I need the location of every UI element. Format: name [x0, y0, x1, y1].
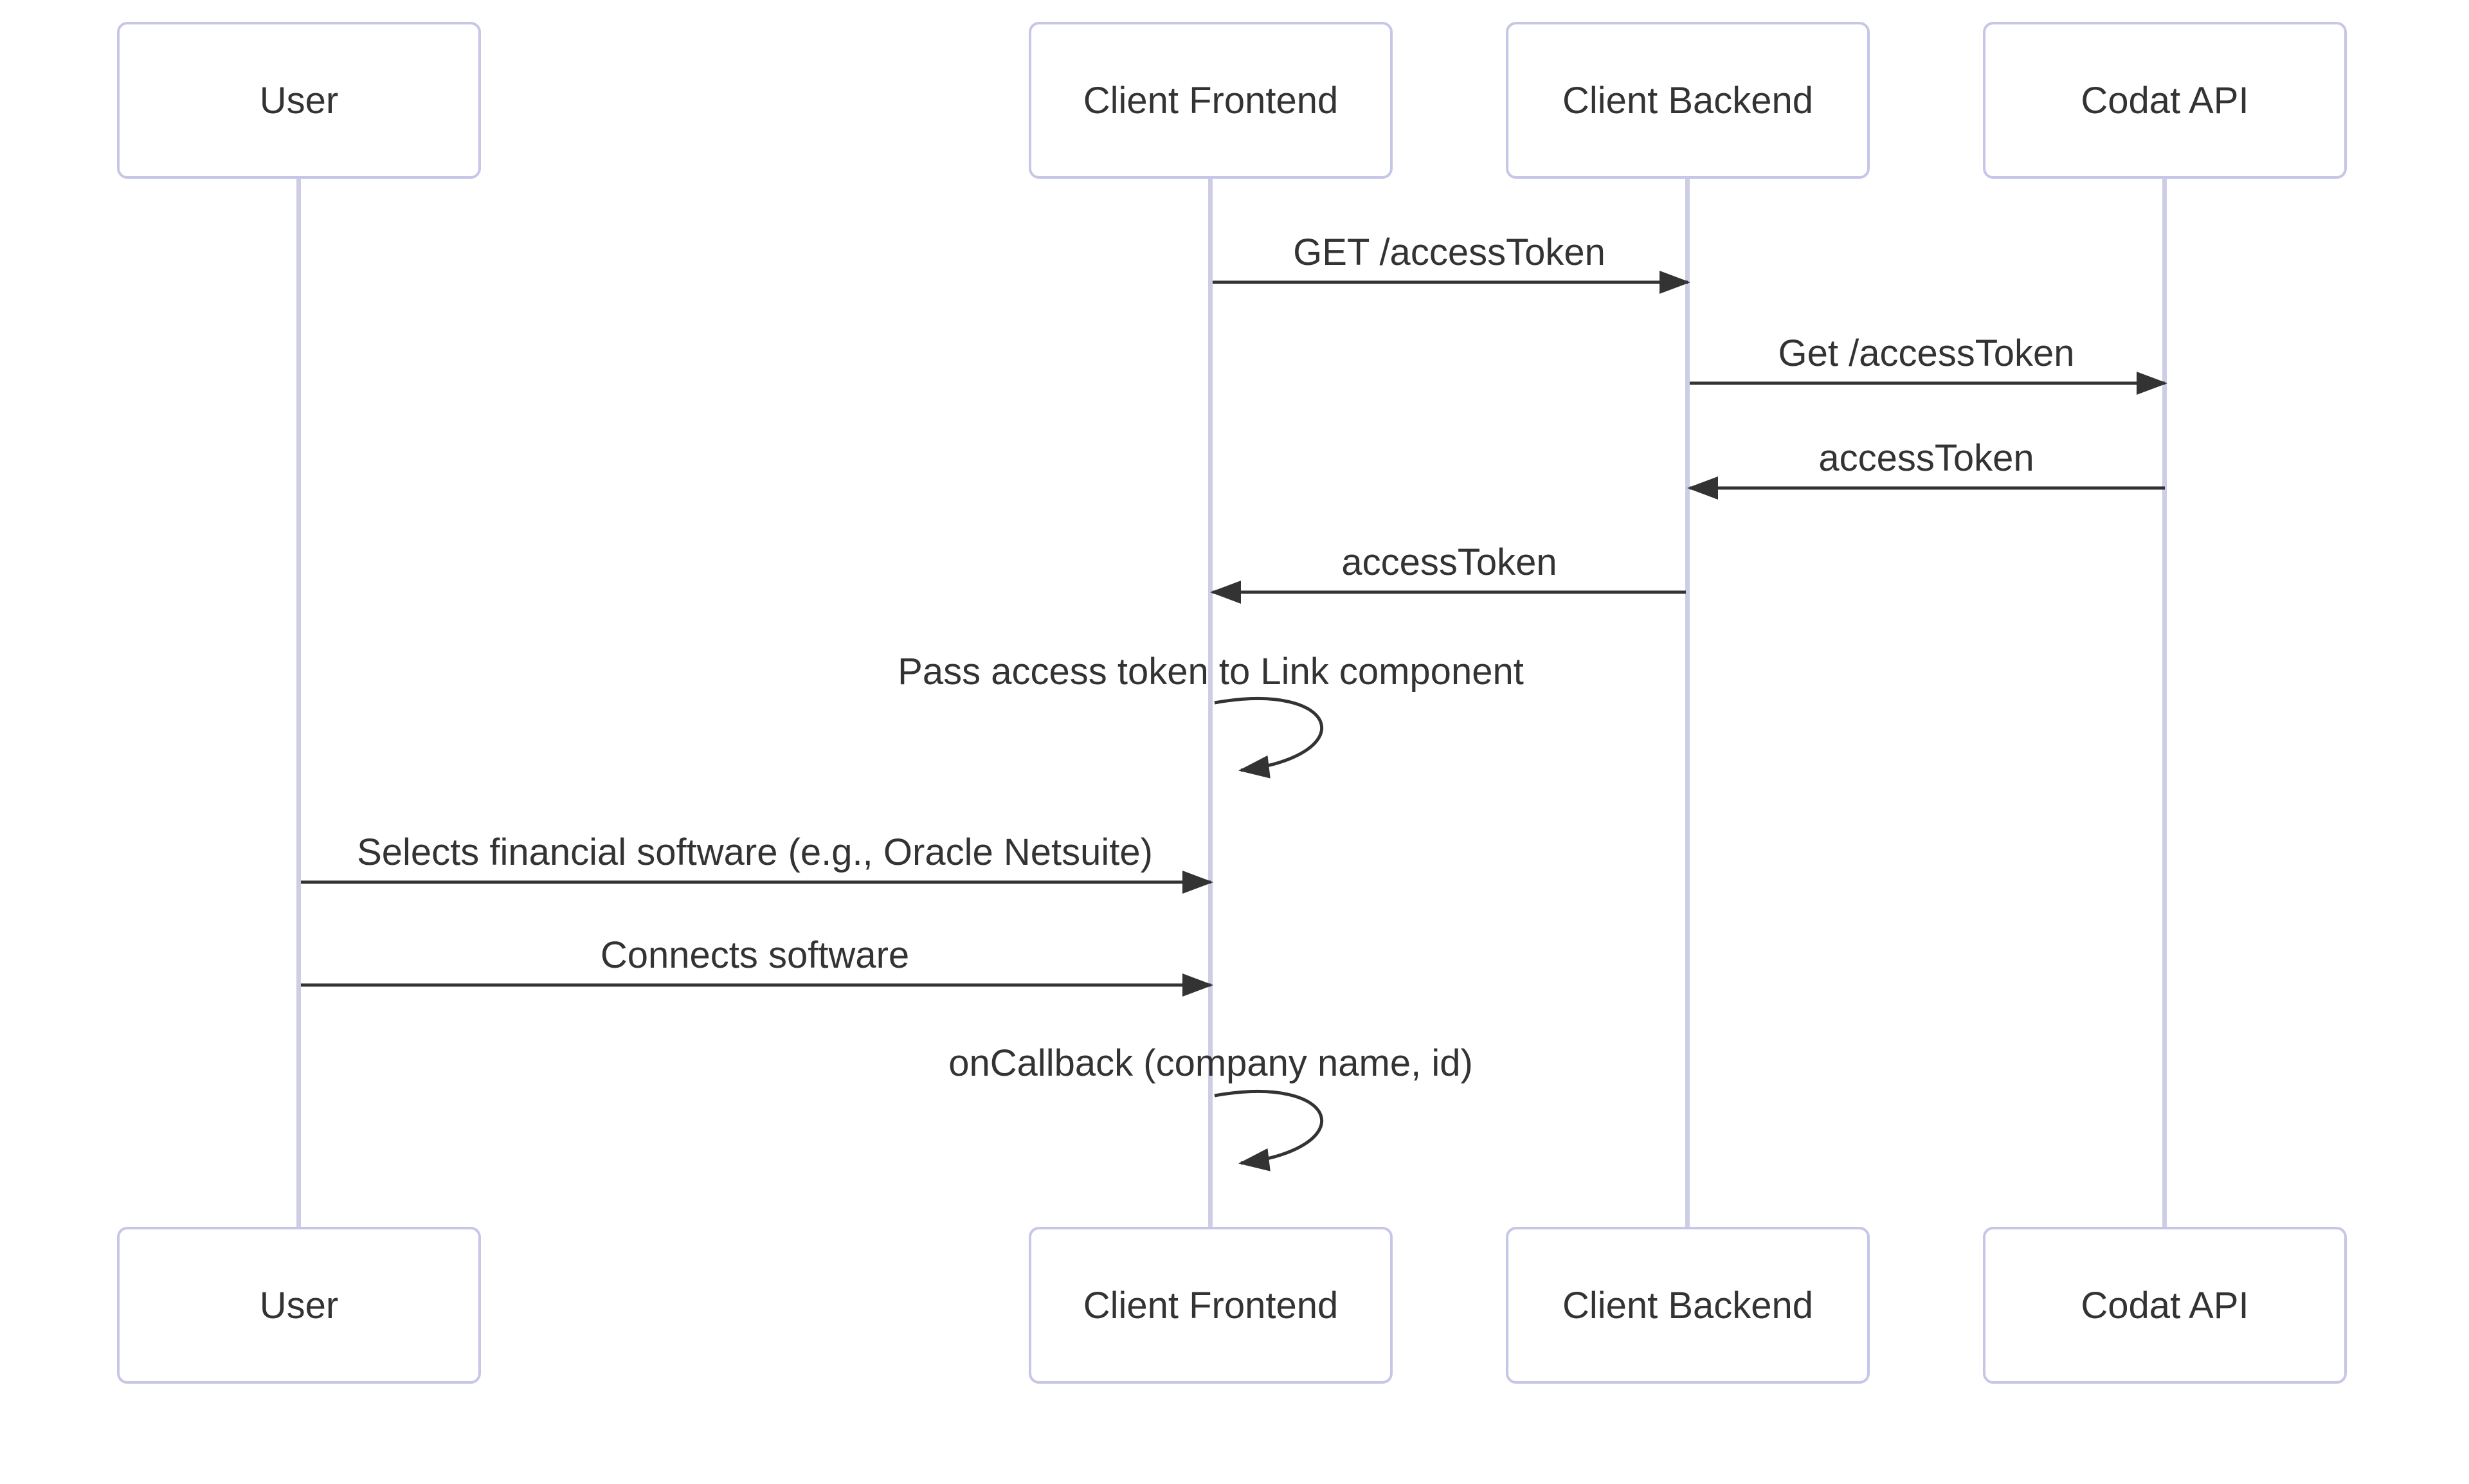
actor-top-client-backend: Client Backend — [1506, 22, 1870, 179]
actor-bottom-user: User — [117, 1227, 481, 1384]
message-label-7: Connects software — [600, 934, 910, 976]
actor-label: Codat API — [2081, 79, 2249, 122]
message-label-3: accessToken — [1818, 437, 2034, 479]
actor-bottom-codat-api: Codat API — [1983, 1227, 2347, 1384]
actor-label: Codat API — [2081, 1284, 2249, 1326]
actor-top-codat-api: Codat API — [1983, 22, 2347, 179]
lifeline-user — [296, 179, 301, 1227]
actor-bottom-client-frontend: Client Frontend — [1029, 1227, 1393, 1384]
actor-top-client-frontend: Client Frontend — [1029, 22, 1393, 179]
message-label-4: accessToken — [1341, 541, 1557, 583]
lifeline-client-backend — [1685, 179, 1690, 1227]
message-label-1: GET /accessToken — [1293, 231, 1605, 273]
actor-bottom-client-backend: Client Backend — [1506, 1227, 1870, 1384]
message-label-2: Get /accessToken — [1778, 332, 2075, 374]
message-label-5: Pass access token to Link component — [898, 651, 1524, 692]
lifeline-client-frontend — [1208, 179, 1213, 1227]
lifeline-codat-api — [2162, 179, 2167, 1227]
actor-top-user: User — [117, 22, 481, 179]
actor-label: Client Frontend — [1083, 79, 1339, 122]
self-loop-pass-token-arrow — [1214, 697, 1323, 779]
actor-label: Client Frontend — [1083, 1284, 1339, 1326]
actor-label: Client Backend — [1562, 79, 1814, 122]
actor-label: User — [259, 1284, 339, 1326]
self-loop-oncallback-arrow — [1214, 1090, 1323, 1172]
actor-label: Client Backend — [1562, 1284, 1814, 1326]
actor-label: User — [259, 79, 339, 122]
message-label-6: Selects financial software (e.g., Oracle… — [357, 831, 1153, 873]
message-label-8: onCallback (company name, id) — [948, 1042, 1473, 1084]
